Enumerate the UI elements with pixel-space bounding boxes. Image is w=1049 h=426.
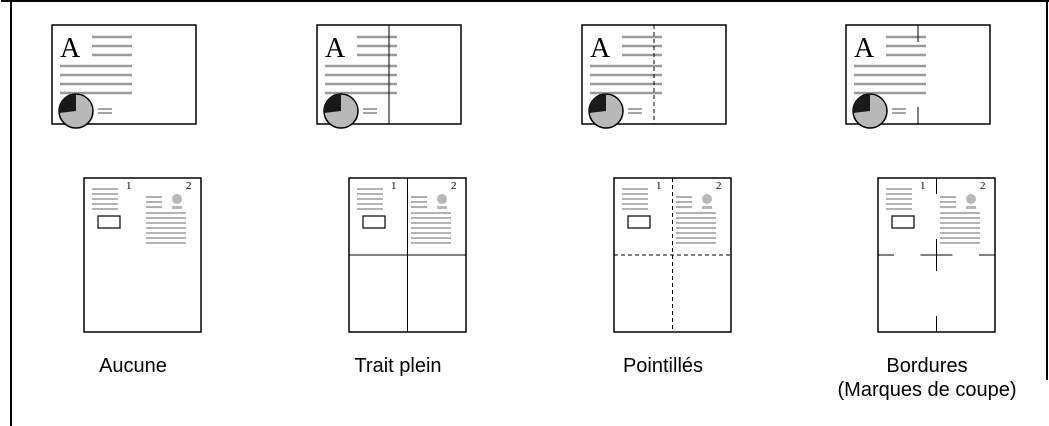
- mini-image: [891, 215, 915, 229]
- mini-pie-base: [702, 206, 712, 209]
- letter-a: A: [590, 33, 611, 64]
- page-number: 1: [656, 180, 662, 192]
- mini-pie-base: [966, 206, 976, 209]
- page-number: 2: [451, 180, 457, 192]
- letter-a: A: [325, 33, 346, 64]
- original-document: A: [581, 24, 727, 129]
- label-pointilles: Pointillés: [543, 354, 783, 378]
- mini-image: [627, 215, 651, 229]
- mini-page: 2: [146, 180, 192, 244]
- page-number: 2: [186, 180, 192, 192]
- mini-image: [362, 215, 386, 229]
- letter-a: A: [60, 33, 81, 64]
- original-document: A: [845, 24, 991, 129]
- page-number: 2: [716, 180, 722, 192]
- page-number: 2: [980, 180, 986, 192]
- label-aucune: Aucune: [13, 354, 253, 378]
- mini-pie: [966, 194, 976, 204]
- mini-pie: [702, 194, 712, 204]
- label-line: Pointillés: [622, 355, 704, 377]
- mini-page: 1: [92, 180, 132, 229]
- label-line: (Marques de coupe): [837, 379, 1017, 401]
- original-document: A: [316, 24, 462, 129]
- mini-page: 1: [622, 180, 662, 229]
- label-line: Trait plein: [354, 355, 442, 377]
- label-trait-plein: Trait plein: [278, 354, 518, 378]
- mini-page: 2: [940, 180, 986, 244]
- page-number: 1: [126, 180, 132, 192]
- pie-slice: [588, 93, 606, 113]
- mini-page: 2: [676, 180, 722, 244]
- original-document: A: [51, 24, 197, 129]
- pie-slice: [852, 93, 870, 113]
- mini-pie-base: [437, 206, 447, 209]
- mini-pie-base: [172, 206, 182, 209]
- label-bordures: Bordures (Marques de coupe): [807, 354, 1047, 402]
- letter-a: A: [854, 33, 875, 64]
- mini-page: 1: [886, 180, 926, 229]
- label-line: Bordures: [886, 355, 968, 377]
- output-sheet: [83, 177, 202, 333]
- mini-image: [97, 215, 121, 229]
- page-number: 1: [920, 180, 926, 192]
- mini-pie: [172, 194, 182, 204]
- pie-slice: [58, 93, 76, 113]
- page-number: 1: [391, 180, 397, 192]
- mini-pie: [437, 194, 447, 204]
- mini-page: 2: [411, 180, 457, 244]
- label-line: Aucune: [99, 355, 167, 377]
- mini-page: 1: [357, 180, 397, 229]
- pie-slice: [323, 93, 341, 113]
